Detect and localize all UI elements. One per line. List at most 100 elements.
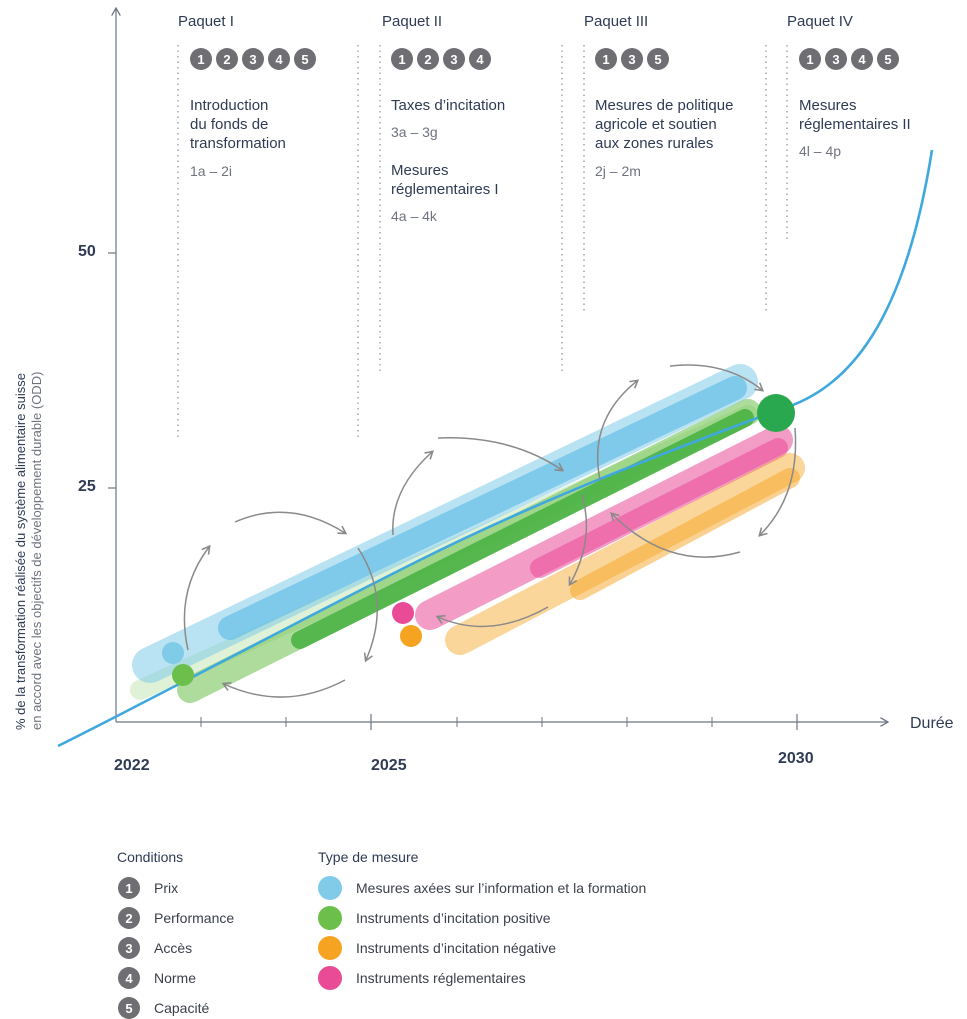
condition-label: Capacité xyxy=(154,1000,210,1016)
condition-number: 4 xyxy=(118,967,140,989)
condition-label: Norme xyxy=(154,970,197,986)
condition-badge: 1 xyxy=(391,48,413,70)
legend-type-positive-incentive: Instruments d’incitation positive xyxy=(318,906,551,930)
package-2-title: Paquet II xyxy=(382,13,443,30)
color-swatch xyxy=(318,876,342,900)
transformation-curve xyxy=(57,149,934,748)
dot-information-2022 xyxy=(162,642,184,664)
y-tick-label-50: 50 xyxy=(78,243,96,260)
color-swatch xyxy=(318,966,342,990)
legend-type-information: Mesures axées sur l’information et la fo… xyxy=(318,876,646,900)
cycle-2-arrow-left xyxy=(392,450,434,536)
condition-badge: 5 xyxy=(294,48,316,70)
measure-strokes xyxy=(130,364,805,703)
dot-regulatory-2025 xyxy=(392,602,414,624)
color-swatch xyxy=(318,936,342,960)
cycle-1-arrow-bottom xyxy=(221,679,346,698)
package-2-codes-2: 4a – 4k xyxy=(391,208,437,224)
x-tick-label-2030: 2030 xyxy=(778,750,814,767)
cycle-1-arrow-left xyxy=(183,544,211,651)
package-2-description: Taxes d’incitation xyxy=(391,97,506,114)
condition-badge: 4 xyxy=(469,48,491,70)
legend-type-regulatory: Instruments réglementaires xyxy=(318,966,526,990)
type-label: Instruments réglementaires xyxy=(356,970,526,986)
stroke-regulatory-core xyxy=(530,438,788,578)
condition-number: 3 xyxy=(118,937,140,959)
cycle-2-arrow-top xyxy=(437,437,565,472)
package-2-conditions: 1 2 3 4 xyxy=(391,48,491,70)
condition-badge: 5 xyxy=(877,48,899,70)
package-3-codes: 2j – 2m xyxy=(595,163,641,179)
condition-number: 5 xyxy=(118,997,140,1019)
condition-badge: 1 xyxy=(190,48,212,70)
axes xyxy=(108,6,890,730)
condition-label: Accès xyxy=(154,940,193,956)
condition-badge: 4 xyxy=(851,48,873,70)
dot-negative-incentive-2025 xyxy=(400,625,422,647)
x-tick-label-2022: 2022 xyxy=(114,757,150,774)
cycle-1-arrow-top xyxy=(234,511,348,535)
cycle-3-arrow-top xyxy=(669,364,765,392)
y-axis-title-line-2: en accord avec les objectifs de développ… xyxy=(29,371,44,730)
cycle-3-arrow-right xyxy=(758,427,797,537)
condition-number: 2 xyxy=(118,907,140,929)
condition-number: 1 xyxy=(118,877,140,899)
condition-badge: 3 xyxy=(443,48,465,70)
legend-condition-5: 5 Capacité xyxy=(118,997,209,1019)
package-4-title: Paquet IV xyxy=(787,13,853,30)
package-4-conditions: 1 3 4 5 xyxy=(799,48,899,70)
condition-badge: 3 xyxy=(621,48,643,70)
legend-types-title: Type de mesure xyxy=(318,849,419,865)
cycle-3-arrow-bottom xyxy=(610,512,741,558)
condition-badge: 3 xyxy=(825,48,847,70)
x-minor-ticks xyxy=(200,717,713,727)
cycle-arrows xyxy=(183,364,797,698)
condition-badge: 5 xyxy=(647,48,669,70)
legend-condition-2: 2 Performance xyxy=(118,907,234,929)
condition-label: Prix xyxy=(154,880,179,896)
legend-condition-3: 3 Accès xyxy=(118,937,192,959)
cycle-2-arrow-bottom xyxy=(435,606,549,628)
package-1-title: Paquet I xyxy=(178,13,234,30)
stroke-negative-incentive-core xyxy=(570,468,800,600)
stroke-positive-incentive-core xyxy=(291,409,754,649)
x-axis-title: Durée xyxy=(910,715,954,732)
color-swatch xyxy=(318,906,342,930)
condition-badge: 2 xyxy=(417,48,439,70)
measure-dots xyxy=(162,394,795,686)
x-tick-label-2025: 2025 xyxy=(371,757,407,774)
legend-condition-1: 1 Prix xyxy=(118,877,178,899)
stroke-information-core xyxy=(218,376,747,640)
cycle-2-arrow-right xyxy=(568,494,588,587)
y-axis-title: % de la transformation réalisée du systè… xyxy=(13,270,44,730)
y-axis-title-line-1: % de la transformation réalisée du systè… xyxy=(13,373,28,730)
package-1-conditions: 1 2 3 4 5 xyxy=(190,48,316,70)
condition-badge: 4 xyxy=(268,48,290,70)
condition-badge: 2 xyxy=(216,48,238,70)
package-dividers xyxy=(177,45,788,440)
package-4-codes: 4l – 4p xyxy=(799,143,842,159)
cycle-1-arrow-right xyxy=(357,547,378,663)
condition-badge: 1 xyxy=(595,48,617,70)
legend-conditions-title: Conditions xyxy=(117,849,184,865)
package-3-title: Paquet III xyxy=(584,13,649,30)
package-2-codes: 3a – 3g xyxy=(391,124,438,140)
package-3-conditions: 1 3 5 xyxy=(595,48,669,70)
condition-badge: 3 xyxy=(242,48,264,70)
legend-condition-4: 4 Norme xyxy=(118,967,196,989)
condition-label: Performance xyxy=(154,910,235,926)
package-1-codes: 1a – 2i xyxy=(190,163,233,179)
dot-positive-incentive-2022 xyxy=(172,664,194,686)
type-label: Instruments d’incitation positive xyxy=(356,910,551,926)
cycle-3-arrow-left xyxy=(596,379,640,481)
type-label: Mesures axées sur l’information et la fo… xyxy=(356,880,647,896)
legend-type-negative-incentive: Instruments d’incitation négative xyxy=(318,936,556,960)
goal-dot-2030 xyxy=(757,394,795,432)
condition-badge: 1 xyxy=(799,48,821,70)
y-tick-label-25: 25 xyxy=(78,478,96,495)
type-label: Instruments d’incitation négative xyxy=(356,940,556,956)
